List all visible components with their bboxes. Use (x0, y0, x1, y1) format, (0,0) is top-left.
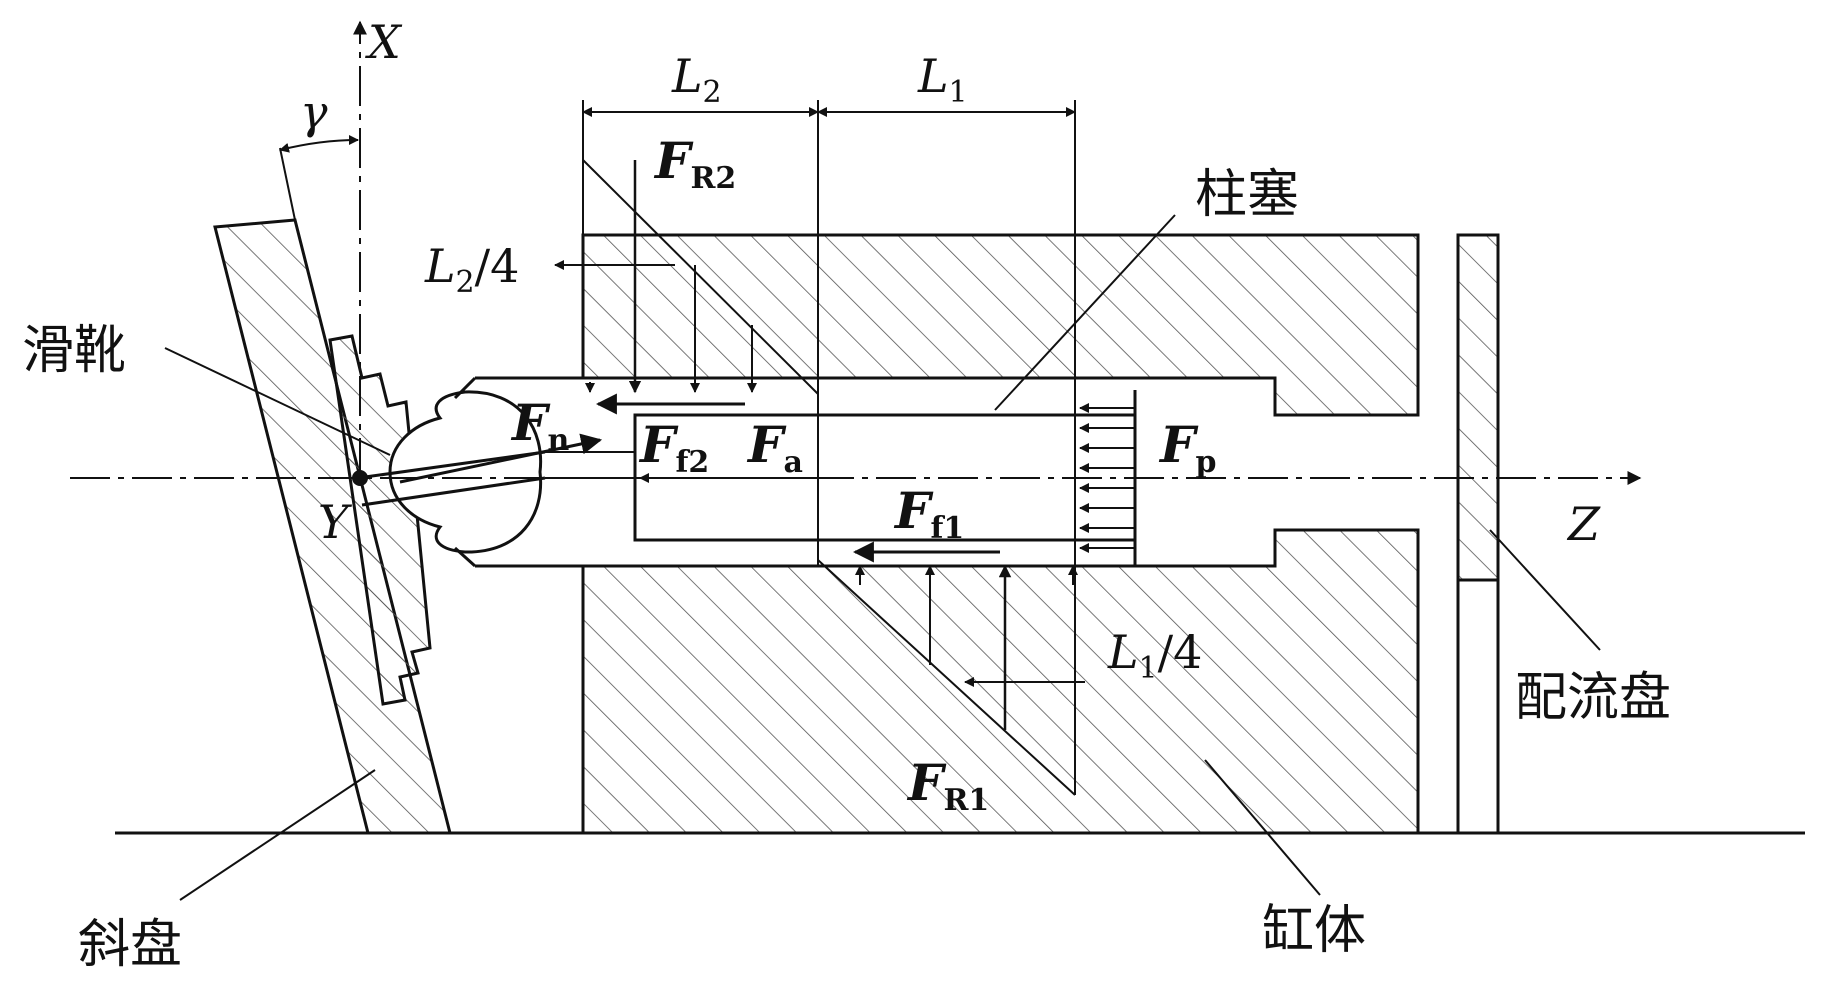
part-plunger-label: 柱塞 (1195, 165, 1299, 225)
part-swash-plate-label: 斜盘 (78, 915, 182, 975)
part-slipper-label: 滑靴 (22, 321, 126, 381)
quarter-l1-label: L1/4 (1107, 625, 1202, 686)
load-triangle-lower (817, 559, 1076, 796)
part-cylinder-block-label: 缸体 (1262, 901, 1366, 961)
leader-swash-plate (179, 769, 376, 901)
force-fn-label: Fn (510, 393, 570, 458)
leader-plunger (994, 214, 1176, 411)
port-plate (1456, 233, 1500, 582)
force-fp-label: Fp (1158, 415, 1216, 480)
leader-cylinder-block (1204, 759, 1321, 896)
force-fr1-label: FR1 (906, 753, 989, 818)
origin-point (352, 470, 368, 486)
force-fa-label: Fa (746, 415, 803, 480)
dim-l1-label: L1 (917, 49, 968, 110)
pressure-arrows (1079, 403, 1135, 553)
leader-slipper (164, 347, 391, 456)
axis-x-label: X (365, 15, 403, 69)
cylinder-block-upper (581, 233, 1420, 417)
part-port-plate-label: 配流盘 (1515, 668, 1671, 728)
force-fr2-label: FR2 (653, 131, 736, 196)
angle-gamma-label: γ (300, 85, 328, 139)
quarter-l2-label: L2/4 (424, 239, 519, 300)
force-ff2-label: Ff2 (638, 415, 709, 480)
dim-l2-label: L2 (671, 49, 722, 110)
force-ff1-label: Ff1 (893, 481, 964, 546)
axis-z-label: Z (1566, 497, 1601, 551)
slipper-ball (388, 390, 543, 554)
axis-y-label: Y (318, 495, 353, 549)
slipper-shoe (328, 334, 432, 706)
leader-port-plate (1489, 529, 1601, 651)
load-triangle-upper (582, 159, 819, 395)
